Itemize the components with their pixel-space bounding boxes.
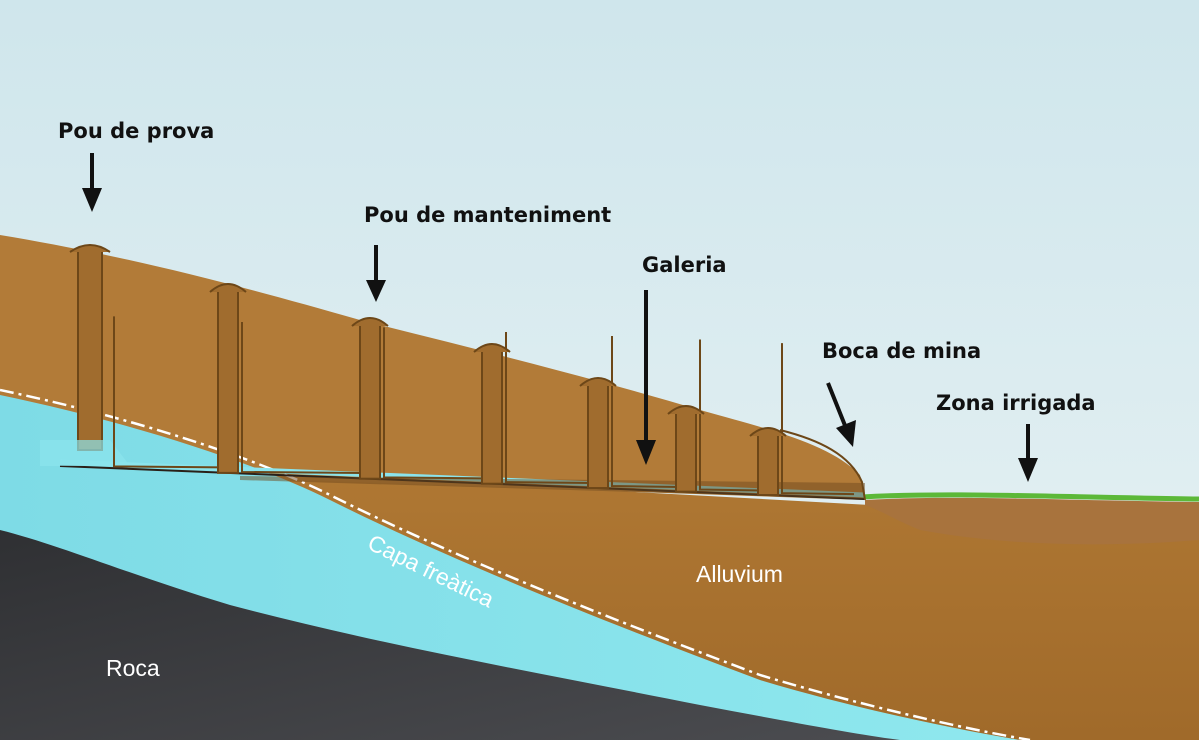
label-test-well: Pou de prova <box>58 119 214 143</box>
test-well-shaft <box>40 244 130 466</box>
maintenance-wells <box>113 283 855 497</box>
gallery-chamber-outline <box>781 343 855 496</box>
arrow-irrigated-zone-icon <box>1018 424 1038 482</box>
irrigated-field <box>865 497 1199 545</box>
arrow-test-well-icon <box>82 153 102 212</box>
maintenance-well-cap <box>351 317 389 327</box>
maintenance-well-shaft <box>587 381 609 490</box>
gallery-chamber-outline <box>505 332 593 485</box>
gallery-chamber-outline <box>113 316 223 469</box>
arrow-maintenance-well-icon <box>366 245 386 302</box>
label-maintenance-well: Pou de manteniment <box>364 203 611 227</box>
label-gallery: Galeria <box>642 253 727 277</box>
grass-strip <box>861 492 1199 502</box>
label-rock: Roca <box>106 655 160 681</box>
label-irrigated-zone: Zona irrigada <box>936 391 1096 415</box>
maintenance-well-cap <box>209 283 247 293</box>
arrow-mine-mouth-icon <box>826 382 856 447</box>
gallery-chamber-outline <box>383 327 487 480</box>
maintenance-well-shaft <box>217 287 239 474</box>
gallery-chamber-outline <box>241 321 365 474</box>
maintenance-well-shaft <box>481 347 503 485</box>
hill-surface <box>0 235 865 500</box>
maintenance-well-cap <box>473 343 511 353</box>
gallery-chamber-outline <box>611 336 681 489</box>
bedrock <box>0 530 900 740</box>
maintenance-well-cap <box>667 405 705 415</box>
maintenance-well-shaft <box>359 321 381 480</box>
maintenance-well-cap <box>579 377 617 387</box>
maintenance-well-shaft <box>757 431 779 497</box>
mine-mouth <box>779 429 866 501</box>
gallery-chamber-outline <box>699 339 763 492</box>
water-table-line <box>0 388 1031 740</box>
maintenance-well-cap <box>749 427 787 437</box>
gallery-roof-shadow <box>240 476 865 499</box>
maintenance-well-shaft <box>675 409 697 493</box>
label-mine-mouth: Boca de mina <box>822 339 981 363</box>
arrow-gallery-icon <box>636 290 656 465</box>
label-alluvium: Alluvium <box>696 561 783 587</box>
arrows <box>82 153 1038 482</box>
